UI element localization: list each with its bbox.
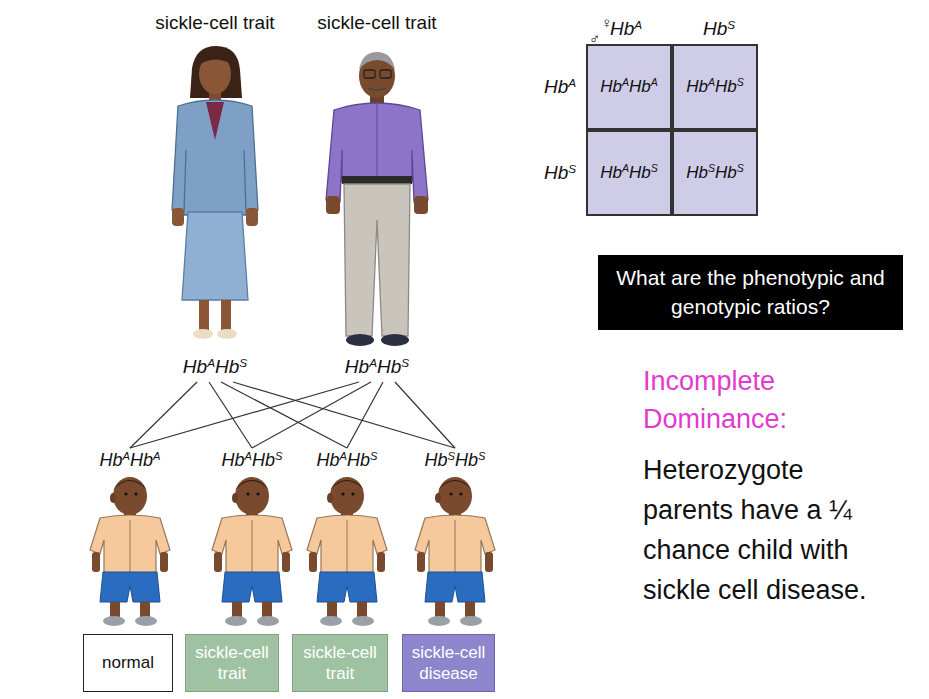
inheritance-line	[347, 382, 383, 448]
inheritance-line	[221, 382, 347, 448]
child-figure: HbSHbS	[407, 450, 503, 628]
illustration-part	[326, 196, 340, 214]
child-figure: HbAHbS	[204, 450, 300, 628]
allele-superscript: A	[340, 450, 347, 462]
allele-header: HbA	[610, 18, 660, 40]
allele-superscript: S	[401, 356, 409, 369]
phenotype-label: sickle-cell trait	[317, 12, 436, 34]
mother-figure	[172, 46, 258, 339]
allele-superscript: S	[478, 450, 485, 462]
punnett-cell: HbAHbS	[672, 44, 758, 130]
punnett-cell: HbSHbS	[672, 130, 758, 216]
illustration-part	[193, 329, 213, 339]
male-symbol: ♂	[589, 30, 609, 47]
allele-superscript: A	[622, 76, 629, 88]
allele-superscript: A	[708, 76, 715, 88]
illustration-part	[172, 100, 258, 215]
genotype-label: HbAHbA	[600, 77, 658, 97]
parent-figure: sickle-cell traitHbAHbS	[297, 12, 457, 380]
genotype-label: HbAHbS	[686, 77, 744, 97]
genotype-label: HbAHbA	[100, 450, 161, 471]
child-figure-art	[415, 477, 495, 626]
child-figure: HbAHbS	[299, 450, 395, 628]
inheritance-line	[130, 382, 359, 448]
phenotype-label: sickle-cell trait	[190, 642, 274, 685]
genotype-label: HbAHbS	[600, 163, 658, 183]
illustration-part	[217, 329, 237, 339]
allele-superscript: S	[239, 356, 247, 369]
illustration-part	[364, 70, 375, 78]
illustration-part	[206, 102, 224, 140]
phenotype-label: sickle-cell trait	[155, 12, 274, 34]
illustration-part	[246, 208, 258, 226]
allele-superscript: A	[634, 18, 642, 31]
child-figure-art	[212, 477, 292, 626]
child-figure-art	[90, 477, 170, 626]
question-text: What are the phenotypic and genotypic ra…	[608, 264, 893, 321]
phenotype-label: sickle-cell disease	[407, 642, 490, 685]
allele-superscript: S	[737, 76, 744, 88]
allele-superscript: A	[123, 450, 130, 462]
genotype-label: HbAHbS	[345, 356, 409, 378]
phenotype-label: normal	[102, 652, 154, 673]
genotype-label: HbAHbS	[317, 450, 378, 471]
illustration-part	[380, 70, 391, 78]
illustration-part	[359, 52, 395, 70]
allele-superscript: S	[708, 162, 715, 174]
illustration-part	[182, 212, 248, 300]
inheritance-line	[252, 382, 371, 448]
phenotype-box: sickle-cell trait	[185, 634, 279, 692]
allele-superscript: A	[622, 162, 629, 174]
allele-superscript: A	[207, 356, 215, 369]
punnett-cell: HbAHbA	[586, 44, 672, 130]
question-box: What are the phenotypic and genotypic ra…	[598, 255, 903, 330]
allele-header: HbS	[703, 18, 753, 40]
genotype-label: HbSHbS	[686, 163, 744, 183]
child-figure-art	[307, 477, 387, 626]
allele-superscript: A	[568, 76, 576, 89]
inheritance-line	[233, 382, 455, 448]
phenotype-box: normal	[83, 634, 173, 692]
illustration-part	[368, 88, 386, 90]
illustration-part	[377, 104, 378, 182]
genotype-label: HbAHbS	[222, 450, 283, 471]
allele-superscript: A	[153, 450, 160, 462]
allele-header: HbS	[544, 162, 594, 184]
allele-superscript: S	[448, 450, 455, 462]
allele-superscript: A	[245, 450, 252, 462]
heading-note: Incomplete Dominance:	[643, 362, 878, 438]
phenotype-label: sickle-cell trait	[297, 642, 383, 685]
allele-superscript: S	[651, 162, 658, 174]
inheritance-line	[395, 382, 455, 448]
allele-superscript: A	[651, 76, 658, 88]
allele-superscript: S	[727, 18, 735, 31]
allele-superscript: S	[275, 450, 282, 462]
father-figure	[326, 52, 428, 346]
illustration-part	[344, 184, 410, 336]
phenotype-box: sickle-cell disease	[402, 634, 495, 692]
parent-figure: sickle-cell traitHbAHbS	[135, 12, 295, 380]
punnett-cell: HbAHbS	[586, 130, 672, 216]
child-figure: HbAHbA	[82, 450, 178, 628]
illustration-part	[190, 46, 242, 98]
illustration-part	[221, 300, 231, 330]
genotype-label: HbSHbS	[425, 450, 486, 471]
allele-superscript: A	[369, 356, 377, 369]
allele-superscript: S	[370, 450, 377, 462]
illustration-part	[342, 176, 412, 184]
illustration-part	[346, 334, 374, 346]
illustration-part	[381, 334, 409, 346]
genotype-label: HbAHbS	[183, 356, 247, 378]
allele-superscript: S	[737, 162, 744, 174]
illustration-part	[199, 300, 209, 330]
allele-header: HbA	[544, 76, 594, 98]
illustration-part	[172, 208, 184, 226]
phenotype-box: sickle-cell trait	[292, 634, 388, 692]
illustration-part	[414, 196, 428, 214]
body-note: Heterozygote parents have a ¼ chance chi…	[643, 450, 878, 610]
illustration-part	[198, 52, 232, 66]
allele-superscript: S	[568, 162, 576, 175]
